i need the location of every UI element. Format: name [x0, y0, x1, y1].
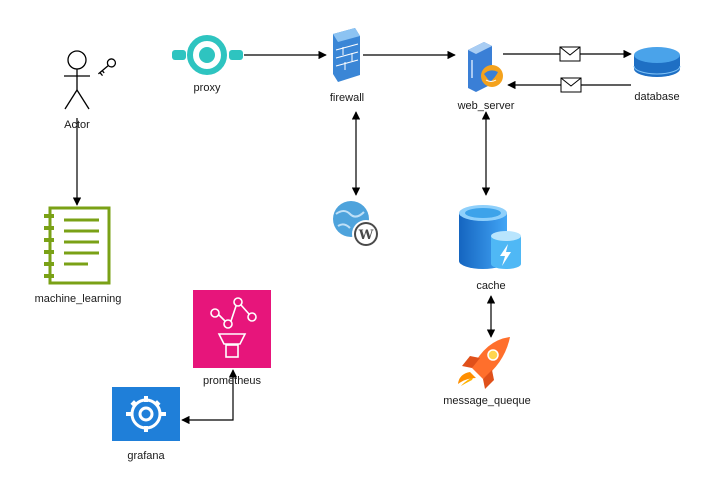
node-proxy[interactable]: proxy — [172, 35, 243, 94]
cache-label: cache — [476, 280, 505, 292]
edge-prometheus-grafana[interactable] — [181, 369, 238, 425]
actor-label: Actor — [64, 119, 90, 131]
prometheus-label: prometheus — [203, 375, 262, 387]
web-server-label: web_server — [457, 100, 515, 112]
brick-firewall-icon — [333, 28, 360, 82]
grafana-gear-icon — [112, 387, 180, 441]
message-queue-label: message_queque — [443, 395, 530, 407]
proxy-label: proxy — [194, 82, 221, 94]
cache-cylinder-icon — [459, 205, 521, 269]
stick-figure-icon — [64, 50, 90, 110]
wordpress-globe-icon: W — [333, 201, 380, 248]
node-prometheus[interactable]: prometheus — [193, 290, 271, 387]
grafana-label: grafana — [127, 450, 165, 462]
svg-text:W: W — [358, 228, 374, 243]
envelope-icon — [559, 46, 581, 62]
rocket-icon — [458, 337, 510, 389]
node-database[interactable]: database — [633, 47, 681, 103]
notebook-icon — [44, 206, 111, 285]
node-grafana[interactable]: grafana — [112, 387, 180, 462]
prometheus-icon — [193, 290, 271, 368]
key-icon — [97, 58, 117, 77]
database-label: database — [634, 91, 679, 103]
database-disk-icon — [633, 47, 681, 77]
machine-learning-label: machine_learning — [35, 293, 122, 305]
node-wordpress[interactable]: W — [333, 201, 380, 248]
node-actor[interactable]: Actor — [64, 50, 90, 131]
node-web-server[interactable]: web_server — [457, 42, 515, 112]
node-firewall[interactable]: firewall — [330, 28, 364, 104]
server-globe-icon — [468, 42, 503, 92]
proxy-ring-icon — [172, 35, 243, 75]
node-machine-learning[interactable]: machine_learning — [35, 206, 122, 305]
node-cache[interactable]: cache — [459, 205, 521, 292]
envelope-icon — [560, 77, 582, 93]
node-message-queue[interactable]: message_queque — [443, 337, 531, 407]
firewall-label: firewall — [330, 92, 364, 104]
